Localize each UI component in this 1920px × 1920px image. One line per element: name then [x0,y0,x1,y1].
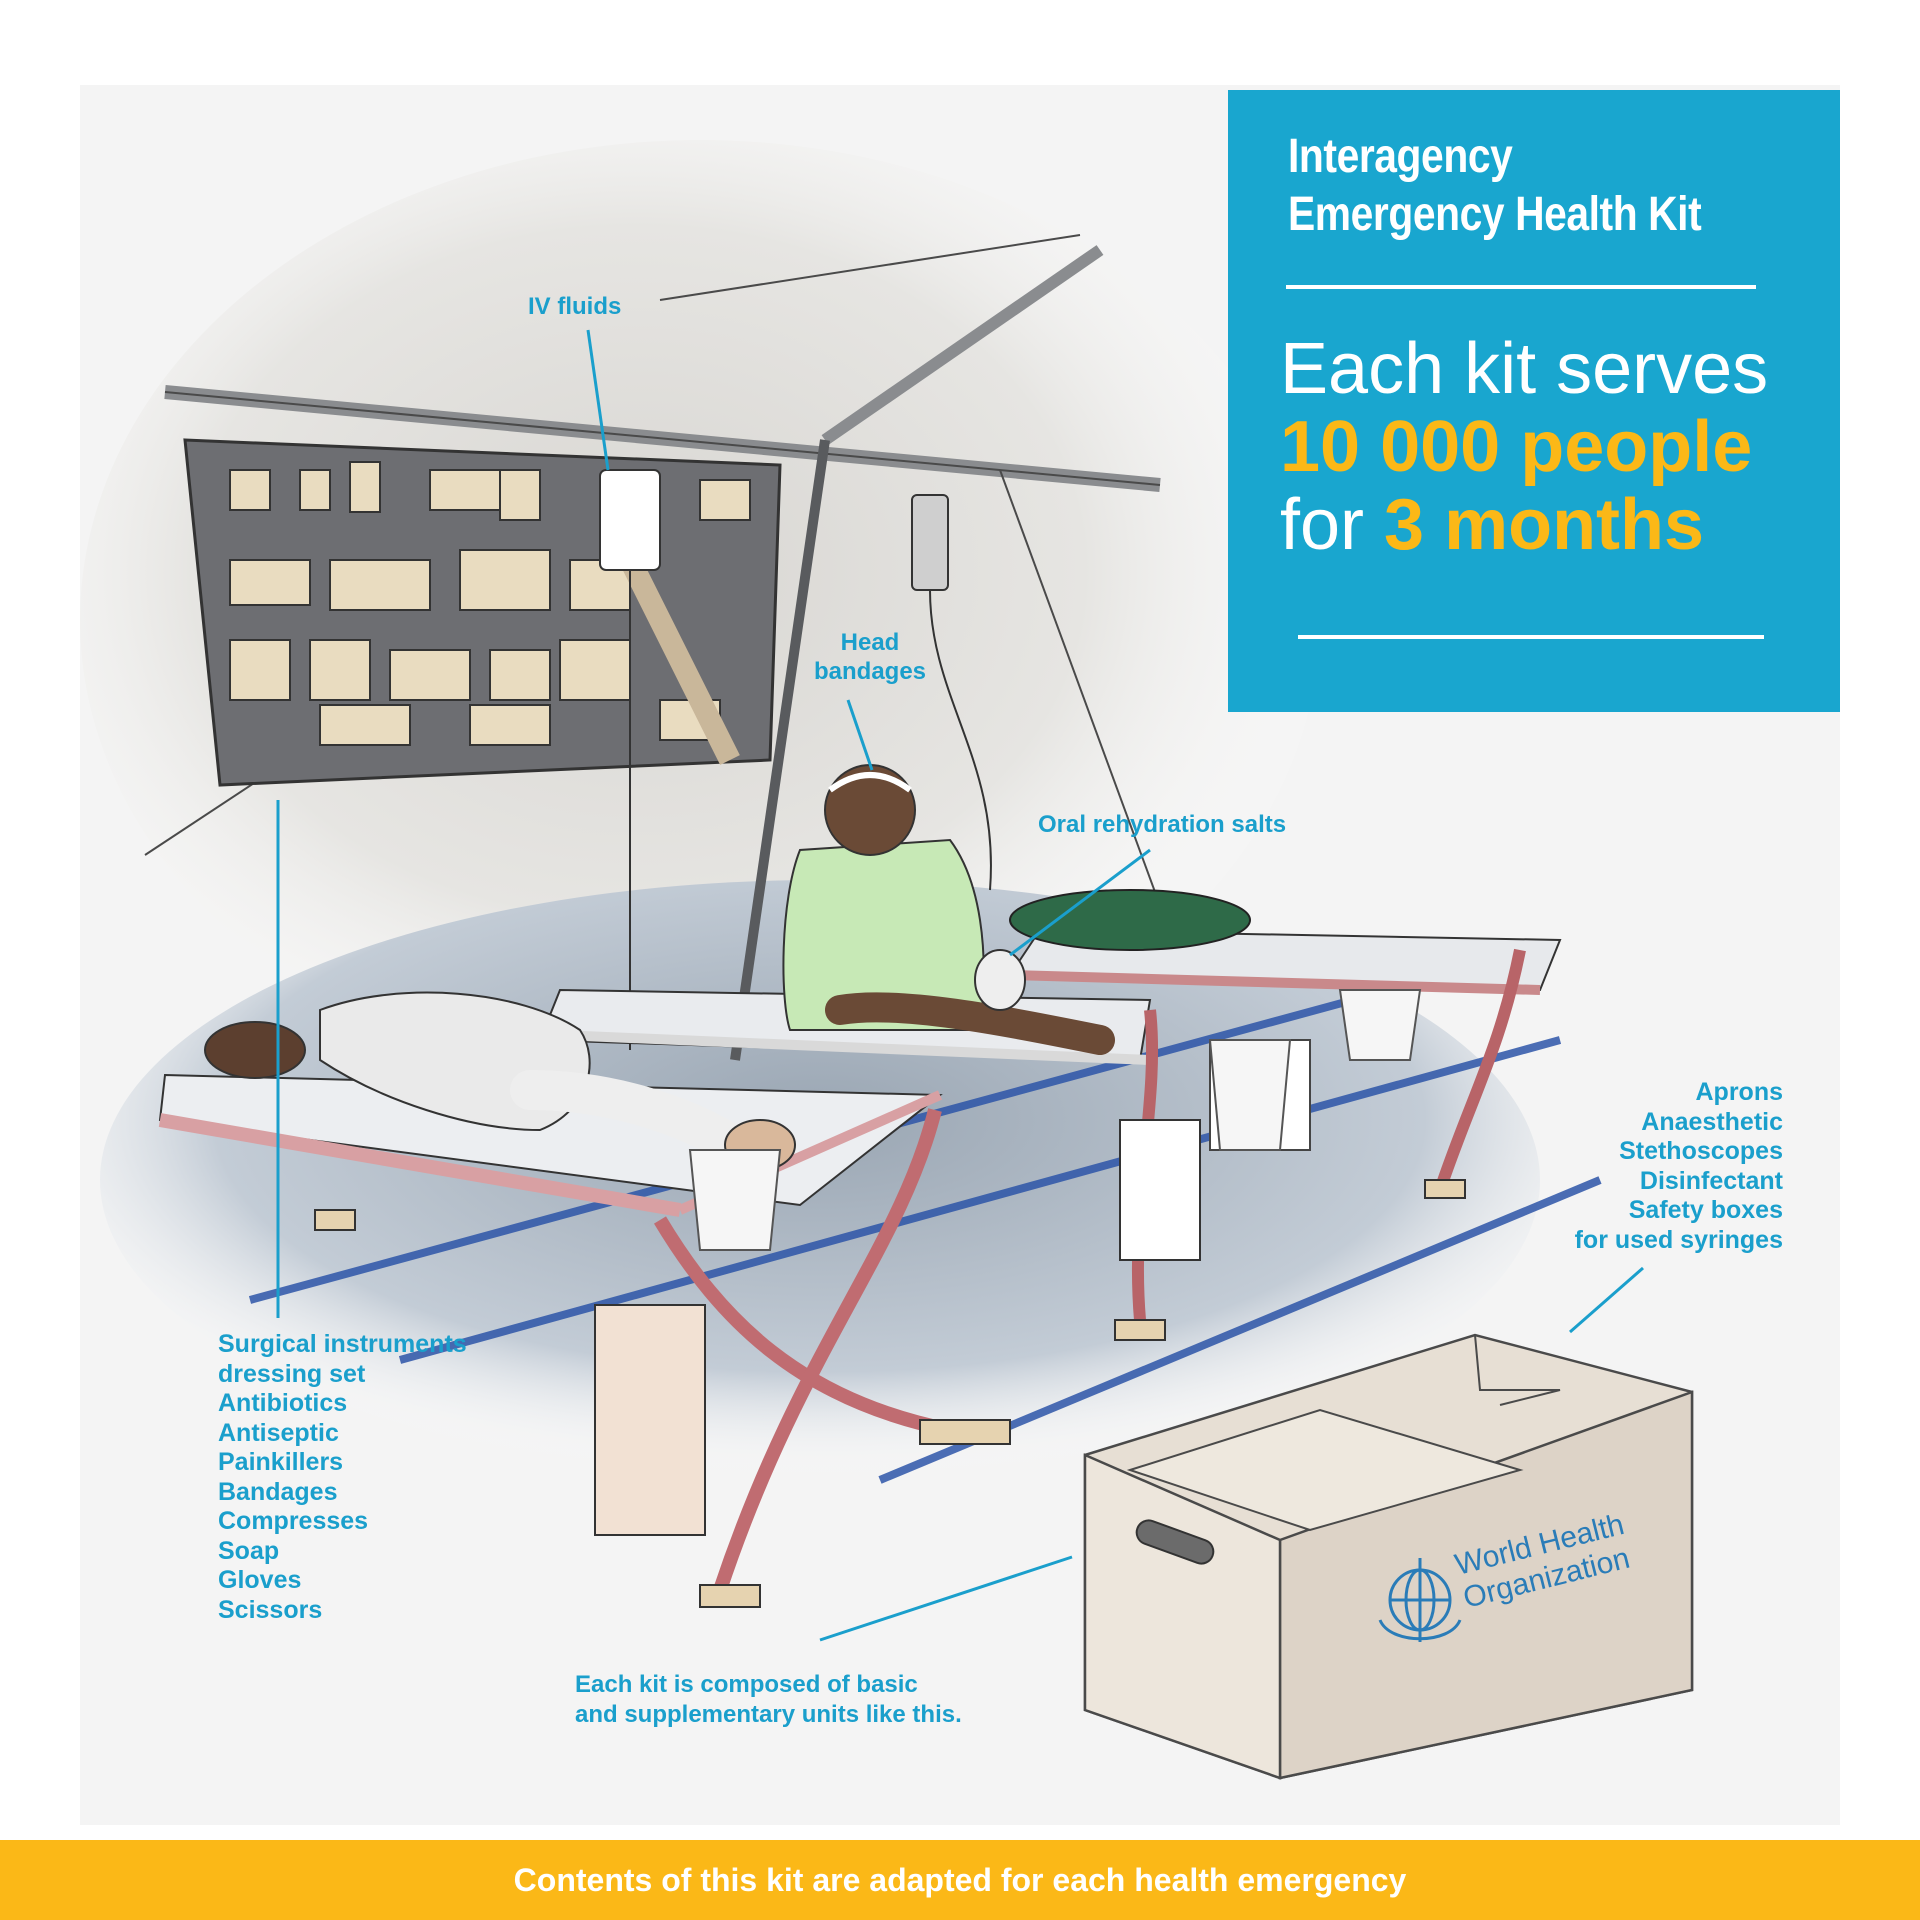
label-head-bandages-line1: Head [840,629,900,656]
left-list-item: Surgical instruments [218,1330,467,1358]
callout-lines [276,329,1644,1642]
label-head-bandages: Head bandages [790,628,950,686]
iv-bag-right [911,494,992,891]
kit-title: Interagency Emergency Health Kit [1288,128,1747,244]
tent-frame [144,234,1181,1061]
stat-duration-prefix: for [1280,485,1385,565]
footer-text: Contents of this kit are adapted for eac… [513,1861,1407,1898]
footer-banner: Contents of this kit are adapted for eac… [0,1840,1920,1920]
kit-composition-note: Each kit is composed of basic and supple… [575,1670,962,1730]
left-list-item: Gloves [218,1566,302,1594]
iv-bag-left [599,469,661,1050]
left-list-item: Soap [218,1536,280,1565]
kit-composition-note-line2: and supplementary units like this. [575,1701,962,1728]
label-head-bandages-line2: bandages [813,658,927,685]
right-list-item: for used syringes [1574,1225,1783,1254]
label-oral-rehydration: Oral rehydration salts [1038,811,1287,838]
buckets [688,989,1422,1251]
label-iv-fluids: IV fluids [528,293,622,320]
left-list-item: Compresses [218,1507,369,1535]
left-list-item: Antibiotics [218,1389,348,1417]
who-emblem-icon [1378,1558,1462,1642]
kit-composition-note-line1: Each kit is composed of basic [575,1671,918,1698]
right-list-item: Stethoscopes [1619,1137,1783,1165]
kit-title-line2: Emergency Health Kit [1288,188,1702,241]
right-list-item: Anaesthetic [1641,1107,1783,1136]
kit-title-line1: Interagency [1288,130,1513,183]
cot-back [1008,889,1562,1199]
stat-people: 10 000 people [1280,407,1753,487]
sitting-patient [782,764,1115,1055]
divider-bottom [1298,635,1764,639]
right-list-item: Safety boxes [1628,1196,1783,1224]
info-panel: Interagency Emergency Health Kit Each ki… [1228,90,1840,712]
kit-capacity-statement: Each kit serves 10 000 people for 3 mont… [1280,330,1840,564]
left-list-item: Antiseptic [218,1418,339,1447]
divider-top [1286,285,1756,289]
who-supply-box: World Health Organization [1083,1333,1694,1780]
left-list-item: Scissors [218,1595,323,1624]
left-list-item: Painkillers [218,1448,344,1476]
right-list-item: Aprons [1695,1078,1784,1106]
stat-duration: 3 months [1384,485,1705,565]
left-list-item: dressing set [218,1359,366,1388]
supply-organizer-panel [183,438,782,787]
right-list-item: Disinfectant [1639,1166,1783,1195]
stat-line3: for 3 months [1280,486,1840,564]
lying-patient [204,991,796,1171]
stat-line1: Each kit serves [1280,329,1769,409]
left-list-item: Bandages [218,1477,338,1506]
